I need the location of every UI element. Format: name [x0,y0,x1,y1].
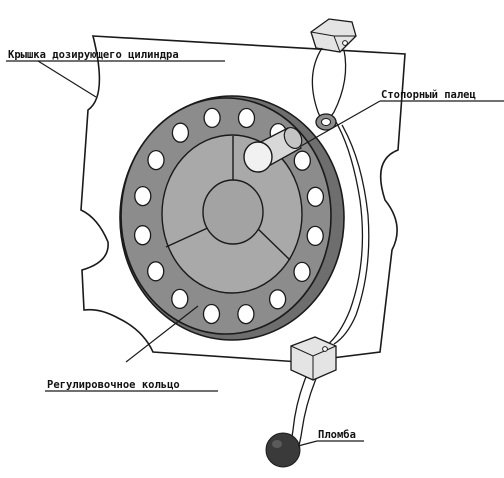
lead-seal-highlight [272,440,282,448]
ring-hole [148,151,164,170]
ring-hole [307,226,323,245]
label-adjustment-ring: Регулировочное кольцо [47,379,180,391]
label-cylinder-cover: Крышка дозирующего цилиндра [8,49,179,61]
ring-hole [172,289,188,308]
center-hub [203,180,263,244]
ring-hole [135,187,151,206]
ring-hole [172,123,188,142]
ring-hole [238,305,254,324]
ring-hole [135,226,151,245]
ring-hole [294,262,310,281]
bottom-seal-box [291,337,336,380]
ring-hole [204,305,220,324]
ring-hole [294,151,310,170]
ring-hole [307,187,323,206]
lead-seal-ball [266,433,300,467]
ring-hole [148,262,164,281]
label-stop-pin: Стопорный палец [381,89,476,101]
label-seal: Пломба [318,429,356,441]
ring-hole [239,109,255,128]
ring-hole [204,108,220,127]
ring-hole [270,290,286,309]
top-seal-box [311,19,356,52]
